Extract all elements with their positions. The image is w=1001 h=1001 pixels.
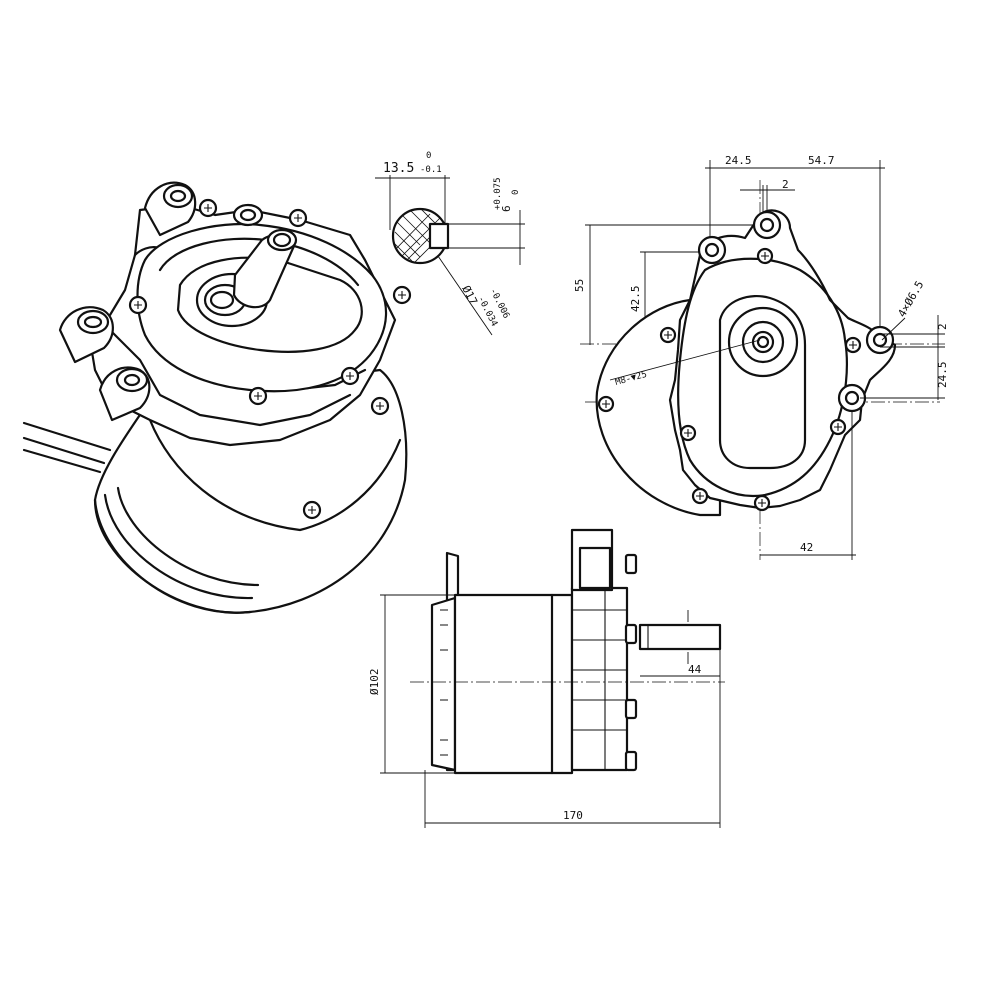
dim-54-7: 54.7: [808, 154, 835, 167]
phillips-screw-icon: [370, 396, 390, 416]
dim-4x-mount-holes: 4×Ø6.5: [895, 279, 926, 320]
phillips-screw-icon: [679, 424, 697, 442]
dim-24-5-top: 24.5: [725, 154, 752, 167]
dim-2-right: 2: [936, 323, 949, 330]
mount-lug-bottom: [98, 366, 151, 422]
phillips-screw-icon: [288, 208, 308, 228]
phillips-screw-icon: [829, 418, 847, 436]
dim-24-5-right: 24.5: [936, 362, 949, 389]
phillips-screw-icon: [128, 295, 148, 315]
dim-shaft-flat-width: 13.5: [383, 161, 414, 176]
mounting-hole: [865, 325, 895, 355]
front-view: 24.5 54.7 2 55 42.5: [573, 154, 949, 560]
dim-shaft-flat-tol-lower: -0.1: [420, 165, 442, 175]
shaft-cross-section: 13.5 0 -0.1 6 +0.075 0 Ø17 -0.006 -0.034: [375, 151, 525, 336]
phillips-screw-icon: [597, 395, 615, 413]
dim-55: 55: [573, 279, 586, 292]
housing-screws: [128, 198, 412, 520]
side-view: Ø102 170 44: [368, 528, 725, 828]
dim-key-tol-upper: +0.075: [493, 177, 503, 210]
wire-leads: [22, 421, 112, 474]
phillips-screw-icon: [392, 285, 412, 305]
dim-key-width: 6: [500, 205, 513, 212]
isometric-motor-view: [22, 181, 412, 614]
dim-shaft-diameter: Ø17: [459, 283, 480, 307]
dim-shaft-length: 44: [688, 663, 702, 676]
dim-42: 42: [800, 541, 813, 554]
phillips-screw-icon: [659, 326, 677, 344]
dim-key-tol-lower: 0: [511, 190, 521, 195]
dim-overall-length: 170: [563, 809, 583, 822]
phillips-screw-icon: [248, 386, 268, 406]
mount-lug-left: [58, 306, 114, 364]
dim-motor-diameter: Ø102: [368, 669, 381, 696]
phillips-screw-icon: [340, 366, 360, 386]
dim-shaft-flat-tol-upper: 0: [426, 151, 431, 161]
phillips-screw-icon: [198, 198, 218, 218]
shaft-section-circle: [391, 207, 450, 265]
phillips-screw-icon: [302, 500, 322, 520]
gearbox-housing: [58, 181, 397, 447]
phillips-screw-icon: [844, 336, 862, 354]
mount-lug-top: [143, 181, 197, 237]
phillips-screw-icon: [691, 487, 709, 505]
phillips-screw-icon: [753, 494, 771, 512]
dim-42-5: 42.5: [629, 286, 642, 313]
dim-2-top: 2: [782, 178, 789, 191]
mounting-hole: [752, 210, 782, 240]
mounting-hole: [697, 235, 727, 265]
phillips-screw-icon: [756, 247, 774, 265]
